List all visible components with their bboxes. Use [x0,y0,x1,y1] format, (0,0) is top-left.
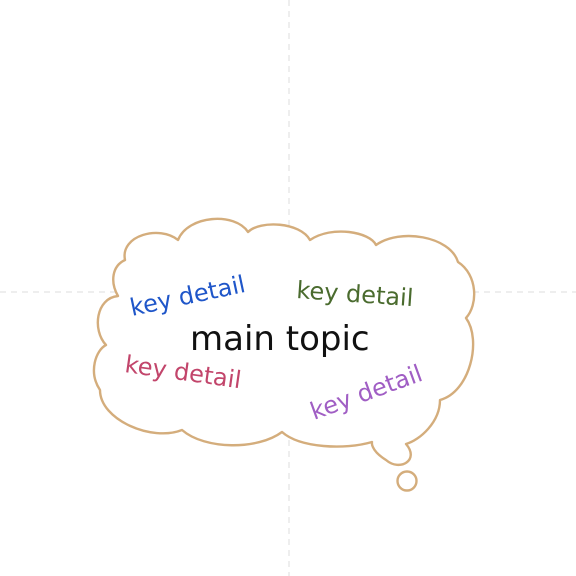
thought-bubble-small [396,470,418,492]
thought-cloud [92,217,476,467]
main-topic-label: main topic [190,319,370,359]
